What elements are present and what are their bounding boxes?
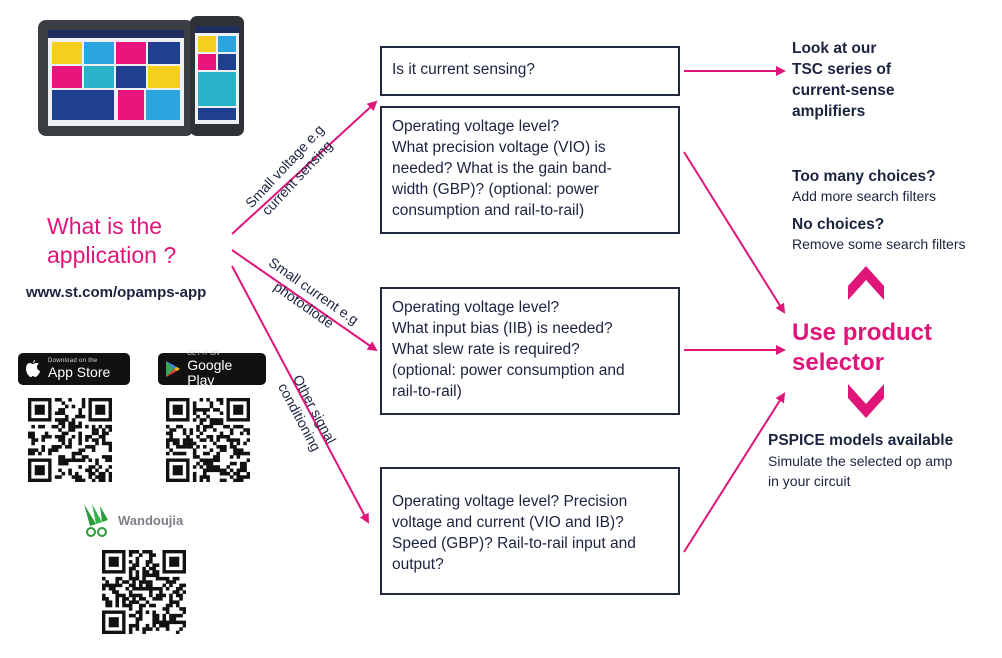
too-many-choices-note: Too many choices? Add more search filter…: [792, 168, 936, 204]
chevron-up-icon: [848, 266, 884, 300]
box-current-questions: Operating voltage level? What input bias…: [380, 287, 680, 415]
wandoujia-icon: [84, 504, 108, 537]
tsc-series-note: Look at our TSC series of current-sense …: [792, 40, 895, 120]
google-play-icon: [164, 360, 181, 378]
box-voltage-questions: Operating voltage level? What precision …: [380, 106, 680, 234]
arrow-to-other-box: [231, 265, 369, 524]
qr-code-app-store[interactable]: [28, 398, 112, 482]
arrow-other-to-selector: [683, 392, 786, 553]
google-play-badge[interactable]: GET IT ON Google Play: [158, 351, 266, 387]
box-other-questions: Operating voltage level? Precision volta…: [380, 467, 680, 595]
qr-code-google-play[interactable]: [166, 398, 250, 482]
use-product-selector: Use product selector: [792, 319, 933, 376]
arrow-to-current-box: [231, 249, 378, 352]
arrow-voltage-to-selector: [683, 151, 786, 314]
devices-illustration: [38, 16, 244, 136]
app-url-link[interactable]: www.st.com/opamps-app: [26, 284, 207, 301]
chevron-down-icon: [848, 384, 884, 418]
arrow-to-voltage-box: [231, 100, 378, 235]
wandoujia-logo: Wandoujia: [80, 502, 183, 538]
box-current-sensing: Is it current sensing?: [380, 46, 680, 96]
no-choices-note: No choices? Remove some search filters: [792, 216, 966, 252]
app-store-badge[interactable]: Download on the App Store: [18, 353, 130, 385]
apple-icon: [24, 360, 42, 378]
pspice-note: PSPICE models available Simulate the sel…: [768, 432, 954, 489]
qr-code-wandoujia[interactable]: [102, 550, 186, 634]
application-question: What is the application ?: [47, 213, 177, 268]
